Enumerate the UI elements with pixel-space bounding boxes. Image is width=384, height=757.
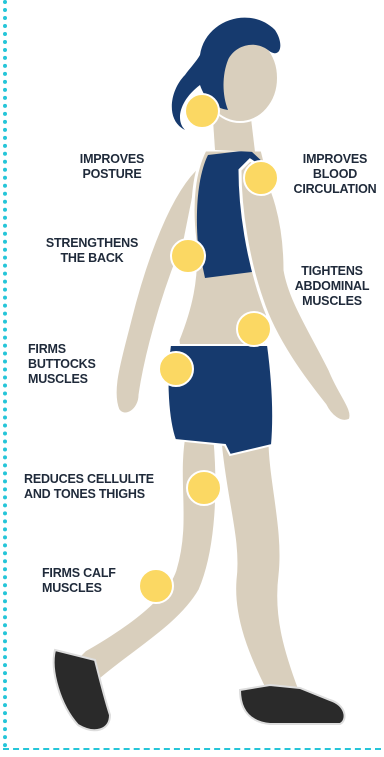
label-improves-posture: IMPROVES POSTURE [58,152,166,182]
label-improves-blood-circulation: IMPROVES BLOOD CIRCULATION [286,152,384,197]
dot-buttocks [159,352,193,386]
label-firms-calf: FIRMS CALF MUSCLES [42,566,142,596]
back-leg [70,430,217,680]
label-tightens-abdominal: TIGHTENS ABDOMINAL MUSCLES [284,264,380,309]
dot-back [171,239,205,273]
front-shoe [240,685,345,724]
label-firms-buttocks: FIRMS BUTTOCKS MUSCLES [28,342,118,387]
dot-blood [244,161,278,195]
label-strengthens-back: STRENGTHENS THE BACK [38,236,146,266]
front-leg [220,440,300,690]
label-reduces-cellulite: REDUCES CELLULITE AND TONES THIGHS [24,472,184,502]
dot-abdominal [237,312,271,346]
dot-calf [139,569,173,603]
dot-thighs [187,471,221,505]
dot-posture [185,94,219,128]
